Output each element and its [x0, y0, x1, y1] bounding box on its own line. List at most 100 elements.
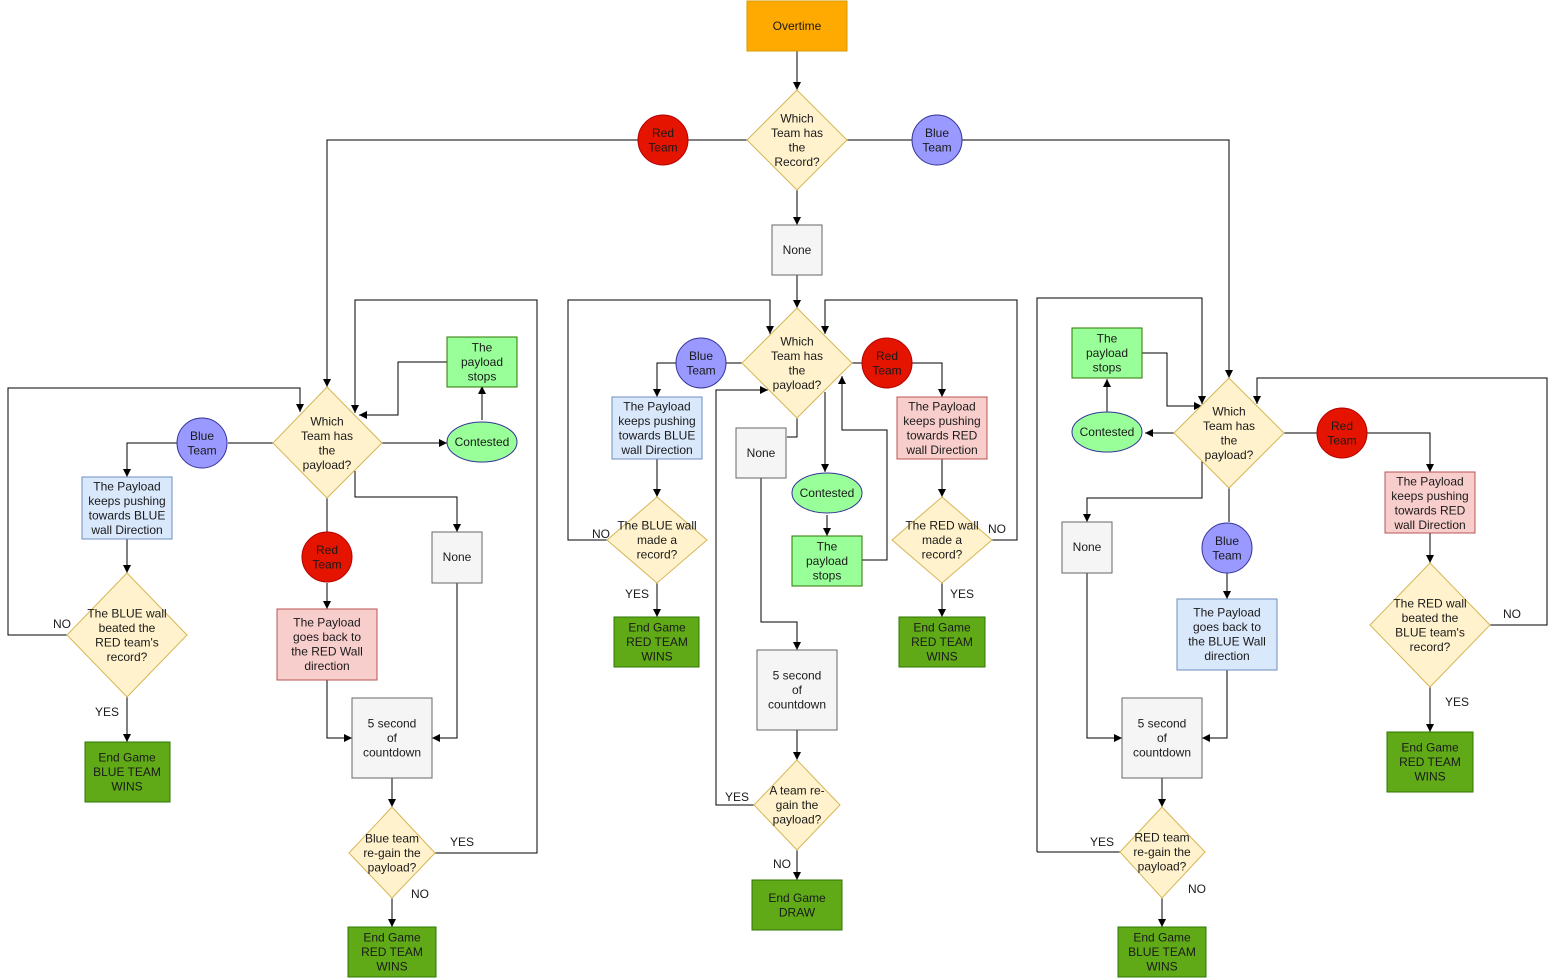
decision-right-payload [1173, 377, 1285, 489]
circle-blue-team-right [1201, 522, 1253, 574]
edge-labels: NO YES YES NO NO YES NO YES YES NO NO YE… [53, 522, 1521, 901]
decision-record-holder [746, 89, 848, 191]
end-red-wins-left [347, 926, 437, 978]
end-red-wins-center-2 [898, 616, 986, 668]
box-none-left [431, 531, 483, 584]
box-countdown-right [1121, 697, 1203, 779]
decision-red-beat-record [1369, 562, 1491, 688]
decision-blue-beat-record [66, 572, 188, 698]
ellipse-contested-left [446, 421, 518, 463]
end-draw [751, 879, 843, 931]
box-none-center-label: None [747, 446, 776, 460]
decision-left-payload [272, 386, 383, 499]
box-push-blue-center [611, 396, 703, 460]
decision-blue-regain [348, 806, 436, 899]
box-payload-stops-right [1071, 327, 1143, 379]
edge-label-no: NO [1503, 607, 1521, 621]
decision-center-payload [741, 307, 853, 419]
ellipse-contested-right [1071, 411, 1143, 453]
edge-label-yes: YES [950, 587, 974, 601]
decision-red-regain [1119, 806, 1206, 899]
end-blue-wins-right [1117, 926, 1207, 978]
box-push-red-center [896, 396, 988, 460]
box-payload-stops-left [446, 336, 518, 388]
circle-blue-team-left [176, 417, 228, 469]
ellipse-contested-right-label: Contested [1080, 425, 1135, 439]
circle-red-team-center [861, 337, 913, 389]
circle-red-team-main [637, 114, 689, 166]
ellipse-contested-center-label: Contested [800, 486, 855, 500]
box-countdown-center [756, 649, 838, 731]
box-payload-stops-center [791, 535, 863, 587]
connectors [7, 51, 1548, 927]
edge-label-yes: YES [450, 835, 474, 849]
box-none-center [735, 427, 787, 479]
end-red-wins-center-1 [613, 616, 700, 668]
start-overtime-label: Overtime [773, 19, 822, 33]
box-countdown-left [351, 697, 433, 779]
box-none-left-label: None [443, 550, 472, 564]
box-none-main-label: None [783, 243, 812, 257]
edge-label-no: NO [53, 617, 71, 631]
box-push-red-right [1384, 471, 1476, 534]
ellipse-contested-left-label: Contested [455, 435, 510, 449]
box-goes-back-red-left [276, 608, 378, 681]
box-push-blue-left [81, 476, 173, 540]
edge-label-no: NO [592, 527, 610, 541]
edge-label-no: NO [411, 887, 429, 901]
circle-blue-team-center [675, 337, 727, 389]
ellipse-contested-center [791, 472, 863, 514]
edge-label-yes: YES [625, 587, 649, 601]
box-none-main [771, 224, 823, 276]
circle-blue-team-main [911, 114, 963, 166]
circle-red-team-left [301, 531, 353, 583]
decision-blue-made-record [606, 496, 708, 584]
box-none-right [1061, 521, 1113, 574]
start-overtime [746, 0, 848, 52]
edge-label-yes: YES [1445, 695, 1469, 709]
circle-red-team-right [1316, 407, 1368, 459]
edge-label-no: NO [773, 857, 791, 871]
edge-label-no: NO [988, 522, 1006, 536]
decision-red-made-record [891, 496, 993, 584]
end-red-wins-right [1386, 731, 1474, 793]
edge-label-yes: YES [1090, 835, 1114, 849]
edge-label-no: NO [1188, 882, 1206, 896]
